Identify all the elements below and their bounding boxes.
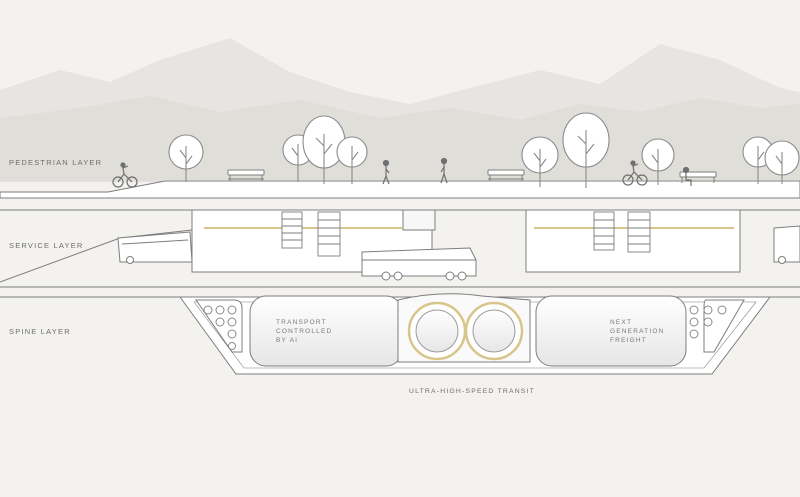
freight-tunnel [535, 295, 687, 367]
bench [679, 171, 717, 183]
pedestrian-deck [0, 180, 800, 199]
spine-layer-label: SPINE LAYER [9, 327, 71, 336]
delivery-truck [361, 247, 477, 281]
tree [521, 136, 559, 187]
tree [764, 140, 800, 184]
ultra-high-speed-transit-label: ULTRA-HIGH-SPEED TRANSIT [409, 388, 535, 395]
trees [168, 112, 800, 188]
next-freight-label: NEXT GENERATION FREIGHT [610, 319, 665, 344]
bus-right [773, 225, 800, 264]
hyperloop-tubes [397, 293, 531, 363]
tree [562, 112, 610, 188]
service-layer-label: SERVICE LAYER [9, 241, 84, 250]
tree [168, 134, 204, 182]
tree [302, 115, 346, 184]
tunnel-pods [249, 295, 687, 367]
pedestrian-layer-label: PEDESTRIAN LAYER [9, 158, 103, 167]
walking-person [440, 157, 448, 184]
tree [336, 136, 368, 184]
bench [227, 169, 265, 181]
service-vehicles [117, 225, 800, 281]
tree [641, 138, 675, 185]
bench [487, 169, 525, 181]
benches [227, 169, 717, 183]
cable-ducts [203, 305, 727, 350]
pedestrians [112, 157, 692, 188]
stairs [281, 211, 651, 257]
transport-ai-label: TRANSPORT CONTROLLED BY AI [276, 319, 333, 344]
walking-person [382, 159, 390, 185]
cyclist [112, 162, 138, 188]
cyclist [622, 160, 648, 186]
service-chamber-right [703, 299, 745, 353]
bus-left [117, 231, 193, 264]
seated-person [682, 166, 692, 186]
